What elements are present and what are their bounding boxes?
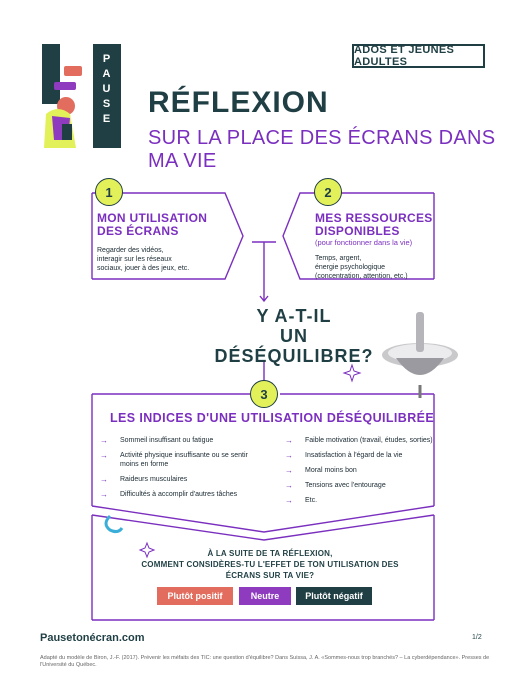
page-number: 1/2 — [472, 634, 482, 641]
sparkle-icon — [342, 363, 362, 383]
spinning-top-icon — [382, 312, 458, 398]
audience-badge: ADOS ET JEUNES ADULTES — [352, 44, 485, 68]
list-item: Difficultés à accomplir d'autres tâches — [100, 490, 260, 499]
box2-title-line2: DISPONIBLES — [315, 224, 400, 238]
source-reference: Adapté du modèle de Biron, J.-F. (2017).… — [40, 655, 490, 668]
list-item: Etc. — [285, 496, 435, 505]
box1-text-line2: interagir sur les réseaux — [97, 256, 172, 263]
pause-letter: S — [102, 98, 112, 110]
box2-text-line1: Temps, argent, — [315, 255, 362, 262]
list-item: Insatisfaction à l'égard de la vie — [285, 451, 435, 460]
box2-text-line3: (concentration, attention, etc.) — [315, 273, 408, 280]
indices-right-list: Faible motivation (travail, études, sort… — [285, 436, 435, 511]
box1-text: Regarder des vidéos, interagir sur les r… — [97, 246, 189, 273]
box2-text: Temps, argent, énergie psychologique (co… — [315, 254, 408, 281]
pause-letters: P A U S E — [93, 44, 121, 127]
reflection-line1: À LA SUITE DE TA RÉFLEXION, — [207, 549, 333, 558]
positive-option-button[interactable]: Plutôt positif — [157, 587, 233, 605]
reflection-question: À LA SUITE DE TA RÉFLEXION, COMMENT CONS… — [130, 548, 410, 581]
imbalance-question: Y A-T-IL UN DÉSÉQUILIBRE? — [209, 306, 379, 366]
box1-text-line3: sociaux, jouer à des jeux, etc. — [97, 265, 190, 272]
connector-arrow — [259, 295, 269, 303]
page-title: RÉFLEXION — [148, 86, 329, 119]
box1-title: MON UTILISATION DES ÉCRANS — [97, 212, 207, 238]
pause-letter: U — [102, 83, 112, 95]
list-item: Faible motivation (travail, études, sort… — [285, 436, 435, 445]
list-item: Moral moins bon — [285, 466, 435, 475]
swirl-icon — [104, 514, 124, 534]
list-item: Tensions avec l'entourage — [285, 481, 435, 490]
step-number-1: 1 — [95, 178, 123, 206]
footer-logo[interactable]: Pausetonécran.com — [40, 632, 145, 644]
box3-bottom — [91, 505, 435, 533]
negative-option-button[interactable]: Plutôt négatif — [296, 587, 372, 605]
indices-title: LES INDICES D'UNE UTILISATION DÉSÉQUILIB… — [110, 411, 435, 425]
box1-title-line1: MON UTILISATION — [97, 211, 208, 225]
neutral-option-button[interactable]: Neutre — [239, 587, 291, 605]
box2-title-line1: MES RESSOURCES — [315, 211, 433, 225]
pause-letter: A — [102, 68, 112, 80]
logo-illustration — [40, 44, 93, 148]
list-item: Activité physique insuffisante ou se sen… — [100, 451, 260, 469]
box2-subtitle: (pour fonctionner dans la vie) — [315, 238, 413, 247]
list-item: Raideurs musculaires — [100, 475, 260, 484]
reflection-line2: COMMENT CONSIDÈRES-TU L'EFFET DE TON UTI… — [141, 560, 399, 580]
question-line1: Y A-T-IL — [256, 306, 332, 326]
pause-vertical-label: P A U S E — [93, 44, 121, 148]
box1-outline — [92, 192, 244, 280]
pause-letter: E — [102, 113, 112, 125]
list-item: Sommeil insuffisant ou fatigue — [100, 436, 260, 445]
pause-letter: P — [102, 53, 112, 65]
box2-text-line2: énergie psychologique — [315, 264, 386, 271]
box2-title: MES RESSOURCES DISPONIBLES — [315, 212, 433, 238]
step-number-2: 2 — [314, 178, 342, 206]
question-line2: UN DÉSÉQUILIBRE? — [214, 326, 374, 366]
indices-left-list: Sommeil insuffisant ou fatigue Activité … — [100, 436, 260, 505]
box4-top — [91, 514, 435, 541]
box2-outline — [282, 192, 434, 280]
step-number-3: 3 — [250, 380, 278, 408]
page-subtitle: SUR LA PLACE DES ÉCRANS DANS MA VIE — [148, 127, 496, 172]
sparkle-icon — [138, 541, 156, 559]
box1-title-line2: DES ÉCRANS — [97, 224, 179, 238]
box1-text-line1: Regarder des vidéos, — [97, 247, 164, 254]
